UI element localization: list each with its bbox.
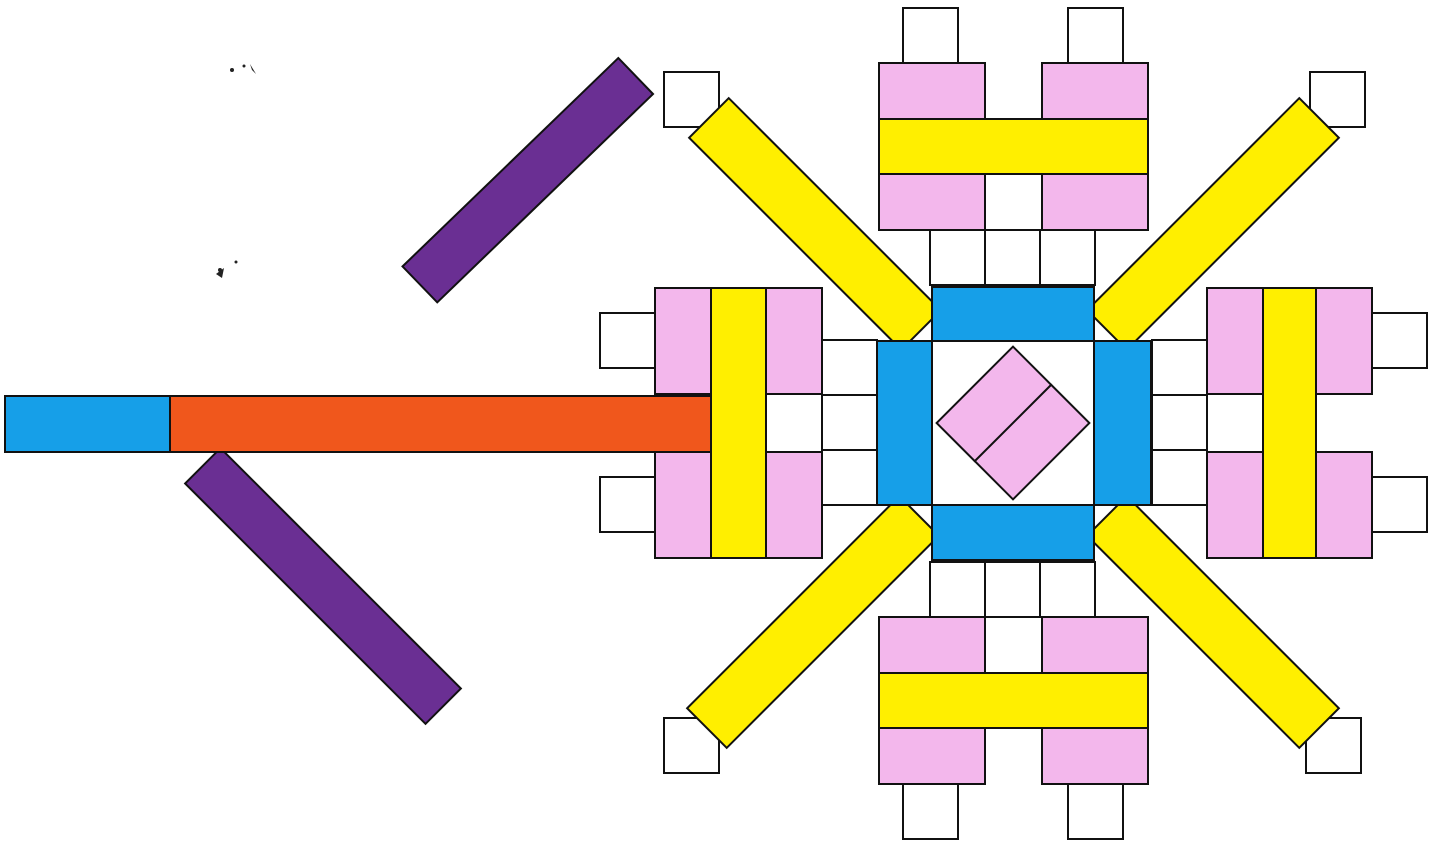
center-frame-bottom xyxy=(932,505,1094,560)
connector-square xyxy=(822,395,877,450)
connector-square xyxy=(1068,8,1123,63)
pink-tile xyxy=(879,174,985,230)
pink-tile xyxy=(1207,288,1263,394)
scan-mark xyxy=(250,64,256,74)
pink-tile xyxy=(1316,288,1372,394)
pink-tile xyxy=(1042,174,1148,230)
scan-mark xyxy=(230,68,234,72)
connector-square xyxy=(600,477,655,532)
center-frame-left xyxy=(877,341,932,505)
pink-tile xyxy=(879,63,985,119)
connector-square xyxy=(1152,340,1207,395)
arrow-tail xyxy=(5,396,170,452)
connector-square xyxy=(1152,450,1207,505)
pink-tile xyxy=(766,452,822,558)
pink-tile xyxy=(1316,452,1372,558)
center-frame-right xyxy=(1094,341,1151,505)
connector-square xyxy=(822,450,877,505)
connector-square xyxy=(1152,395,1207,450)
connector-square xyxy=(985,230,1040,285)
connector-square xyxy=(930,230,985,285)
pink-tile xyxy=(1042,63,1148,119)
connector-square xyxy=(822,340,877,395)
scan-mark xyxy=(235,261,238,264)
star-pattern xyxy=(600,8,1427,839)
scan-mark xyxy=(243,65,246,68)
connector-square xyxy=(1372,477,1427,532)
pink-tile xyxy=(1207,452,1263,558)
connector-square xyxy=(600,313,655,368)
connector-square xyxy=(985,562,1040,617)
cross-bar-top xyxy=(879,119,1148,174)
cross-bar-left xyxy=(711,288,766,558)
pink-tile xyxy=(1042,617,1148,673)
cross-bar-right xyxy=(1263,288,1316,558)
pink-tile xyxy=(655,452,711,558)
pink-tile xyxy=(766,288,822,394)
pink-tile xyxy=(655,288,711,394)
pink-tile xyxy=(879,617,985,673)
connector-square xyxy=(930,562,985,617)
cross-bar-bottom xyxy=(879,673,1148,728)
connector-square xyxy=(1040,230,1095,285)
arrow-barb-lower xyxy=(185,448,461,724)
connector-square xyxy=(1040,562,1095,617)
arrow-barb-upper xyxy=(403,58,654,302)
pink-tile xyxy=(879,728,985,784)
pink-tile xyxy=(1042,728,1148,784)
scan-marks xyxy=(216,64,256,278)
connector-square xyxy=(903,8,958,63)
connector-square xyxy=(1372,313,1427,368)
arrow-group xyxy=(5,58,715,724)
connector-square xyxy=(1068,784,1123,839)
connector-square xyxy=(903,784,958,839)
arrow-shaft xyxy=(170,396,715,452)
center-frame-top xyxy=(932,287,1094,341)
